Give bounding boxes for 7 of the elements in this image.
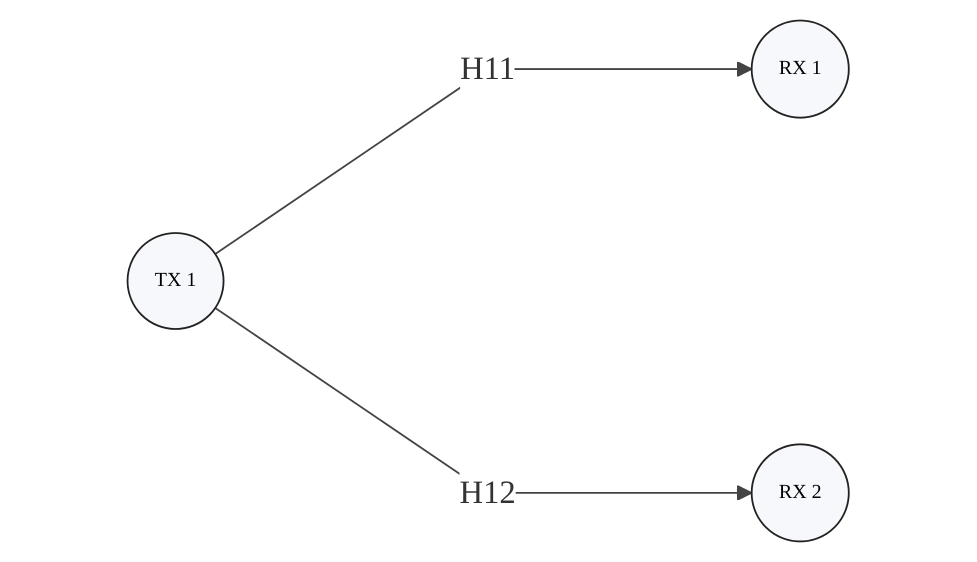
arrow	[215, 307, 753, 501]
node-circle: RX 2	[751, 443, 850, 542]
edge-label: H12	[460, 474, 516, 510]
arrow	[215, 61, 753, 255]
edge-label: H11	[460, 50, 516, 86]
node-circle: RX 1	[751, 20, 850, 119]
node-circle: TX 1	[126, 232, 225, 330]
